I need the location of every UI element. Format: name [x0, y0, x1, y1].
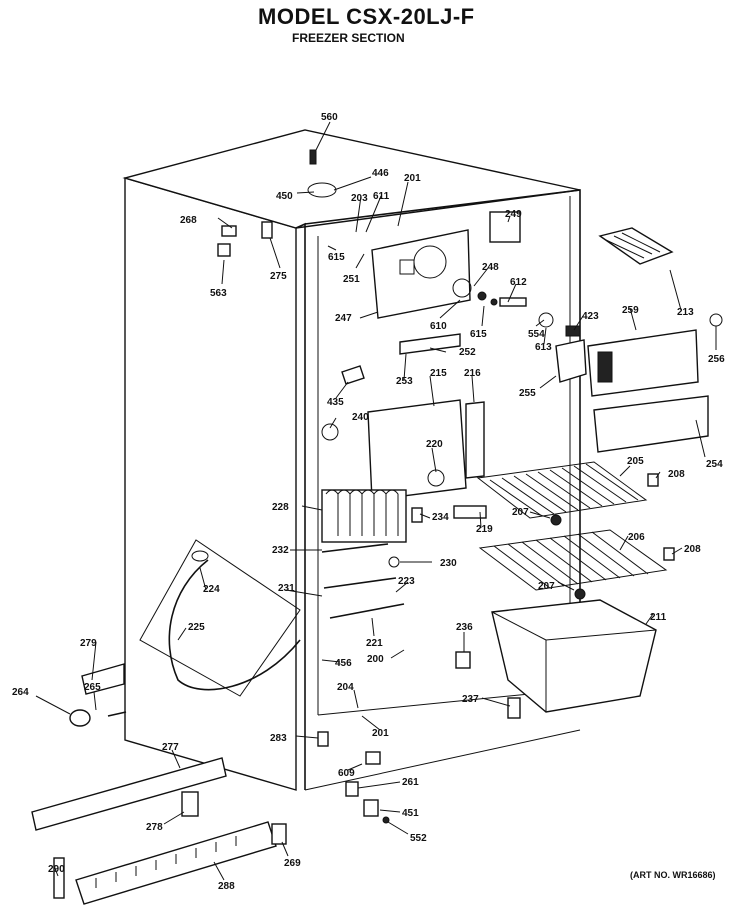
part-label: 203 [351, 193, 368, 204]
part-label: 232 [272, 545, 289, 556]
part-label: 219 [476, 524, 493, 535]
diagram-title: MODEL CSX-20LJ-F [258, 4, 475, 29]
part-label: 231 [278, 583, 295, 594]
part-label: 609 [338, 768, 355, 779]
part-label: 208 [684, 544, 701, 555]
part-label: 610 [430, 321, 447, 332]
part-label: 236 [456, 622, 473, 633]
part-label: 446 [372, 168, 389, 179]
part-label: 228 [272, 502, 289, 513]
part-label: 215 [430, 368, 447, 379]
cabinet-shell [122, 129, 581, 791]
part-labels: 560 446 450 201 203 611 268 615 251 275 … [12, 112, 725, 892]
art-number: (ART NO. WR16686) [630, 870, 716, 880]
part-label: 278 [146, 822, 163, 833]
part-label: 283 [270, 733, 287, 744]
part-label: 277 [162, 742, 179, 753]
part-label: 230 [440, 558, 457, 569]
part-label: 552 [410, 833, 427, 844]
part-label: 201 [404, 173, 421, 184]
part-label: 208 [668, 469, 685, 480]
part-label: 435 [327, 397, 344, 408]
part-label: 613 [535, 342, 552, 353]
part-label: 248 [482, 262, 499, 273]
part-label: 204 [337, 682, 354, 693]
part-label: 207 [512, 507, 529, 518]
part-label: 221 [366, 638, 383, 649]
part-label: 615 [470, 329, 487, 340]
evaporator-coil [321, 489, 407, 619]
part-label: 275 [270, 271, 287, 282]
part-label: 423 [582, 311, 599, 322]
diagram-subtitle: FREEZER SECTION [292, 31, 405, 45]
part-label: 237 [462, 694, 479, 705]
part-label: 252 [459, 347, 476, 358]
part-label: 450 [276, 191, 293, 202]
part-label: 268 [180, 215, 197, 226]
part-label: 279 [80, 638, 97, 649]
part-label: 288 [218, 881, 235, 892]
part-label: 256 [708, 354, 725, 365]
part-label: 560 [321, 112, 338, 123]
part-label: 249 [505, 209, 522, 220]
door-rack [587, 329, 709, 453]
leader-lines [35, 121, 717, 881]
part-label: 247 [335, 313, 352, 324]
part-label: 255 [519, 388, 536, 399]
part-label: 451 [402, 808, 419, 819]
part-label: 612 [510, 277, 527, 288]
part-label: 253 [396, 376, 413, 387]
part-label: 207 [538, 581, 555, 592]
part-label: 201 [372, 728, 389, 739]
part-label: 216 [464, 368, 481, 379]
wire-shelf-upper [476, 461, 648, 519]
part-label: 265 [84, 682, 101, 693]
part-label: 240 [352, 412, 369, 423]
part-label: 224 [203, 584, 220, 595]
part-label: 611 [373, 191, 390, 202]
part-label: 223 [398, 576, 415, 587]
part-label: 269 [284, 858, 301, 869]
part-label: 200 [367, 654, 384, 665]
part-label: 456 [335, 658, 352, 669]
part-label: 259 [622, 305, 639, 316]
bottom-rail [31, 663, 227, 831]
part-label: 213 [677, 307, 694, 318]
part-label: 205 [627, 456, 644, 467]
part-label: 290 [48, 864, 65, 875]
control-housing [367, 229, 485, 501]
small-parts [53, 149, 723, 899]
part-label: 563 [210, 288, 227, 299]
part-label: 261 [402, 777, 419, 788]
part-label: 206 [628, 532, 645, 543]
part-label: 225 [188, 622, 205, 633]
toe-grille [75, 821, 277, 905]
ice-tray [598, 227, 674, 265]
wire-shelf-lower [478, 529, 668, 591]
storage-bin [491, 599, 657, 713]
part-label: 220 [426, 439, 443, 450]
part-label: 554 [528, 329, 545, 340]
part-label: 211 [650, 612, 667, 623]
part-label: 264 [12, 687, 29, 698]
part-label: 254 [706, 459, 723, 470]
heater-loop [139, 539, 301, 697]
part-label: 615 [328, 252, 345, 263]
part-label: 234 [432, 512, 449, 523]
part-label: 251 [343, 274, 360, 285]
